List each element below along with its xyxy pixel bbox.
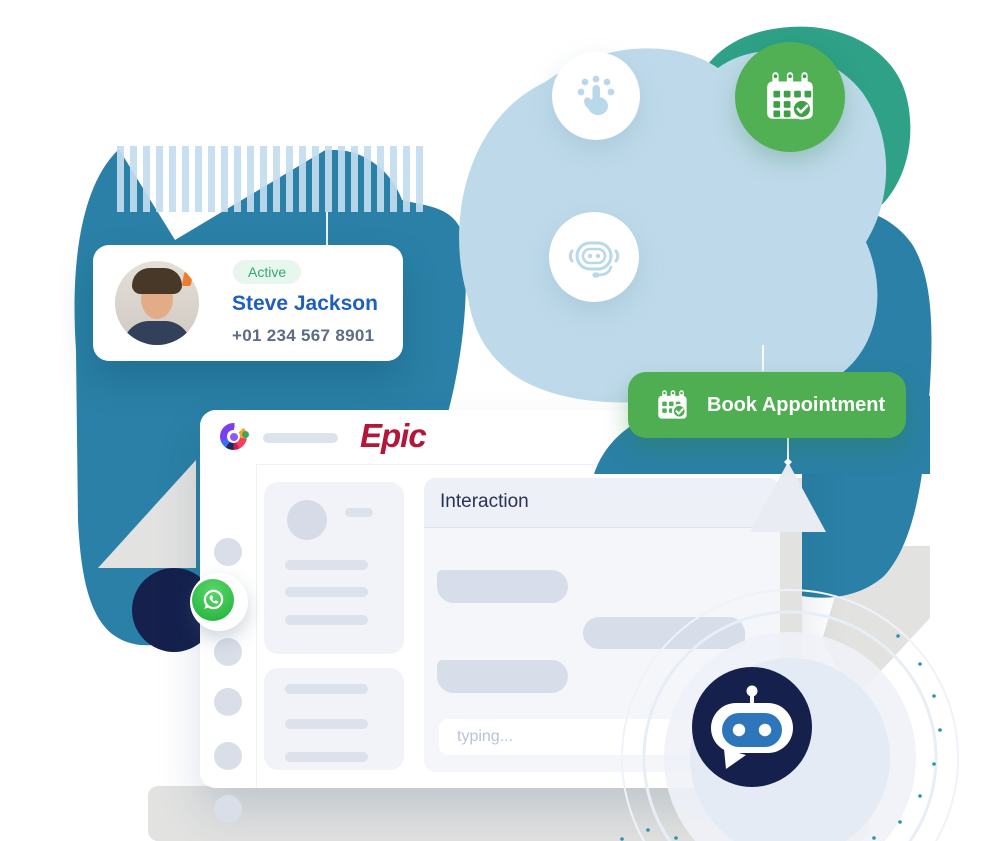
contact-list-card [264,668,404,770]
interaction-panel: Interaction typing... [424,478,780,772]
robot-icon [711,685,793,769]
contact-phone: +01 234 567 8901 [232,326,375,345]
sidebar-dot [214,538,242,566]
contact-name: Steve Jackson [232,292,378,315]
skeleton-line [345,508,373,517]
status-badge: Active [233,260,302,284]
skeleton-avatar [287,500,327,540]
calendar-check-icon [658,390,687,419]
chat-bubble-incoming [437,660,568,693]
robot-avatar-badge [692,667,812,787]
calendar-circle [735,42,845,152]
panel-pointer [750,462,826,532]
tap-gesture-circle [552,52,640,140]
contact-card: Active Steve Jackson +01 234 567 8901 [93,245,403,361]
sidebar-dot [214,688,242,716]
epic-brand-logo: Epic [360,417,427,454]
skeleton-line [285,560,368,570]
skeleton-line [285,752,368,762]
colorful-ring-logo [220,423,249,450]
header-search-pill [263,433,338,443]
chat-bubble-outgoing [583,617,745,649]
interaction-panel-header: Interaction [424,478,780,528]
sidebar-dot [214,638,242,666]
contact-list-card [264,482,404,654]
chatbot-circle [549,212,639,302]
sidebar-dot [214,742,242,770]
tap-gesture-icon [577,75,615,115]
panel-title: Interaction [440,491,529,512]
skeleton-line [285,587,368,597]
avatar [115,261,199,345]
skeleton-line [285,684,368,694]
whatsapp-badge[interactable] [192,579,234,621]
book-appointment-button[interactable]: Book Appointment [628,372,906,438]
connector-line [784,436,792,466]
cta-label: Book Appointment [707,393,886,416]
calendar-check-icon [767,72,813,120]
skeleton-line [285,719,368,729]
skeleton-line [285,615,368,625]
sidebar-dot [214,795,242,823]
whatsapp-icon [203,589,224,610]
chatbot-icon [568,241,620,278]
chat-bubble-incoming [437,570,568,603]
